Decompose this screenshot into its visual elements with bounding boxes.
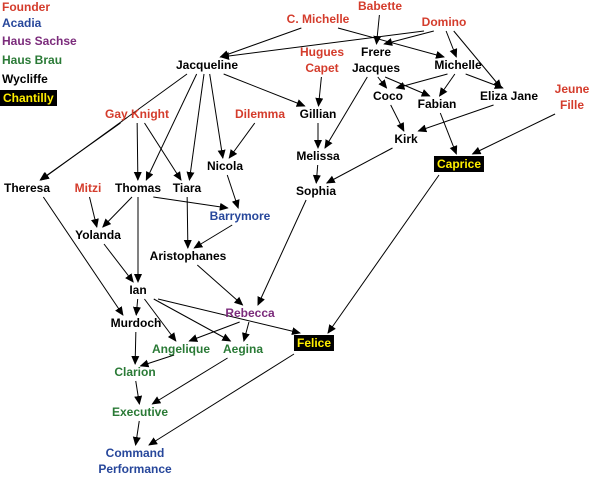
edge-frere-jacques-to-fabian	[384, 76, 431, 97]
edge-felice-to-command-performance	[148, 353, 295, 446]
edge-domino-to-jacqueline	[220, 30, 425, 60]
node-gillian: Gillian	[299, 107, 337, 121]
node-murdoch: Murdoch	[110, 316, 162, 330]
edge-hugues-capet-to-gillian	[315, 76, 324, 107]
node-barrymore: Barrymore	[209, 209, 271, 223]
legend-item-haus-brau: Haus Brau	[2, 53, 63, 67]
edge-aristophanes-to-rebecca	[196, 264, 244, 306]
edge-sophia-to-rebecca	[257, 199, 307, 306]
edge-coco-to-kirk	[390, 104, 405, 132]
node-melissa: Melissa	[296, 149, 340, 163]
legend-item-acadia: Acadia	[2, 16, 42, 30]
node-executive: Executive	[111, 405, 169, 419]
edge-gay-knight-to-tiara	[144, 122, 182, 181]
edge-thomas-to-yolanda	[102, 196, 133, 228]
edge-c-michelle-to-jacqueline	[219, 27, 302, 59]
node-thomas: Thomas	[114, 181, 162, 195]
edge-michelle-to-coco	[395, 73, 448, 90]
edge-domino-to-frere-jacques	[383, 30, 434, 46]
node-kirk: Kirk	[394, 132, 418, 146]
edge-executive-to-command-performance	[132, 420, 141, 446]
node-ian: Ian	[129, 283, 147, 297]
node-clarion: Clarion	[114, 365, 156, 379]
edge-kirk-to-sophia	[325, 147, 393, 184]
edge-rebecca-to-angelique	[188, 321, 240, 342]
legend-item-founder: Founder	[2, 0, 50, 14]
edge-murdoch-to-clarion	[131, 331, 140, 365]
edge-clarion-to-executive	[134, 380, 143, 405]
node-rebecca: Rebecca	[225, 306, 275, 320]
edge-caprice-to-felice	[327, 174, 440, 334]
edge-jacqueline-to-nicola	[209, 73, 226, 159]
edge-jacqueline-to-gillian	[223, 73, 306, 107]
edge-mitzi-to-yolanda	[89, 196, 99, 228]
node-caprice: Caprice	[433, 156, 485, 172]
edge-ian-to-murdoch	[132, 298, 141, 316]
node-felice: Felice	[293, 335, 335, 351]
node-babette: Babette	[357, 0, 403, 13]
node-aristophanes: Aristophanes	[149, 249, 227, 263]
edge-jacqueline-to-tiara	[186, 73, 205, 181]
node-coco: Coco	[373, 89, 403, 103]
edge-fabian-to-caprice	[439, 112, 458, 155]
edge-michelle-to-fabian	[438, 73, 456, 97]
edge-tiara-to-aristophanes	[183, 196, 192, 249]
edge-domino-to-eliza-jane	[453, 30, 502, 89]
edge-babette-to-frere-jacques	[373, 14, 382, 45]
node-jacqueline: Jacqueline	[175, 58, 239, 72]
node-tiara: Tiara	[172, 181, 202, 195]
edge-thomas-to-barrymore	[153, 196, 229, 211]
node-theresa: Theresa	[3, 181, 51, 195]
node-c-michelle: C. Michelle	[286, 12, 350, 26]
legend-item-chantilly: Chantilly	[0, 90, 57, 106]
edge-theresa-to-murdoch	[42, 196, 124, 316]
edge-frere-jacques-to-coco	[377, 76, 388, 89]
edge-jeune-fille-to-caprice	[471, 113, 556, 155]
edge-domino-to-michelle	[445, 30, 458, 58]
edge-nicola-to-barrymore	[226, 174, 240, 209]
edge-gay-knight-to-theresa	[39, 122, 121, 181]
node-sophia: Sophia	[295, 184, 337, 198]
edge-rebecca-to-aegina	[242, 321, 250, 342]
edge-ian-to-felice	[157, 298, 301, 336]
edge-ian-to-aegina	[153, 298, 232, 342]
edge-barrymore-to-aristophanes	[193, 224, 233, 249]
node-domino: Domino	[421, 15, 467, 29]
edge-jacqueline-to-thomas	[145, 73, 198, 181]
legend-item-wycliffe: Wycliffe	[2, 72, 48, 86]
node-dilemma: Dilemma	[234, 107, 286, 121]
edge-angelique-to-clarion	[139, 354, 175, 368]
edge-frere-jacques-to-melissa	[324, 76, 368, 149]
node-aegina: Aegina	[222, 342, 264, 356]
edge-melissa-to-sophia	[312, 164, 321, 184]
node-yolanda: Yolanda	[75, 228, 121, 242]
node-angelique: Angelique	[151, 342, 211, 356]
edge-yolanda-to-ian	[103, 243, 134, 283]
edge-eliza-jane-to-kirk	[417, 104, 494, 133]
edge-michelle-to-eliza-jane	[465, 73, 504, 89]
node-nicola: Nicola	[206, 159, 244, 173]
node-michelle: Michelle	[434, 58, 482, 72]
node-mitzi: Mitzi	[74, 181, 102, 195]
node-gay-knight: Gay Knight	[104, 107, 170, 121]
legend-item-haus-sachse: Haus Sachse	[2, 34, 77, 48]
edge-ian-to-angelique	[144, 298, 177, 342]
edge-aegina-to-executive	[151, 357, 228, 405]
node-fabian: Fabian	[417, 97, 457, 111]
edge-gay-knight-to-thomas	[133, 122, 142, 181]
node-eliza-jane: Eliza Jane	[479, 89, 539, 103]
edge-dilemma-to-nicola	[228, 122, 256, 159]
